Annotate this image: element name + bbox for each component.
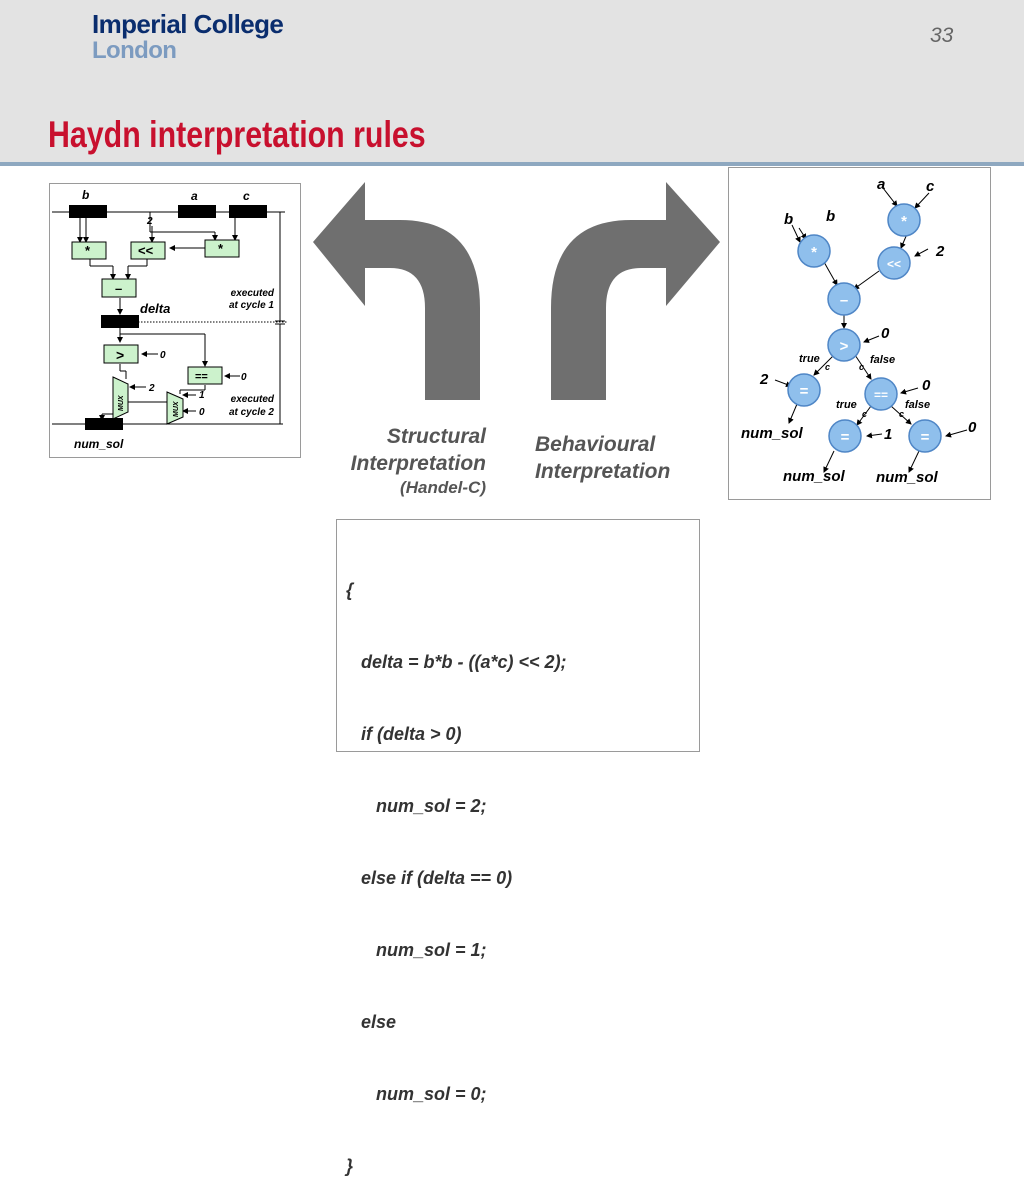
out3: num_sol: [876, 469, 939, 486]
behavioural-line2: Interpretation: [535, 460, 671, 483]
op-mul1: *: [85, 243, 91, 258]
op-shift: <<: [138, 243, 154, 258]
reg-delta-label: delta: [140, 301, 170, 316]
code-line: num_sol = 1;: [346, 940, 487, 960]
true1: true: [799, 353, 820, 365]
cycle1-line2: at cycle 1: [229, 300, 274, 311]
slide-header: [0, 0, 1024, 162]
structural-interpretation-label: Structural Interpretation: [290, 423, 486, 477]
code-line: num_sol = 0;: [346, 1084, 487, 1104]
behavioural-line1: Behavioural: [535, 433, 656, 456]
in-b2: b: [826, 208, 835, 225]
op-gt: >: [116, 347, 124, 363]
const-assign2: 2: [759, 371, 769, 388]
behavioural-interpretation-label: Behavioural Interpretation: [535, 431, 670, 485]
behavioural-diagram-svg: a c b b * * << 2 – > 0 true false c c = …: [741, 176, 977, 486]
code-listing: { delta = b*b - ((a*c) << 2); if (delta …: [346, 530, 567, 1202]
code-line: {: [346, 580, 354, 600]
node-assign0: =: [921, 429, 930, 446]
right-curved-arrow-icon: [551, 182, 720, 400]
page-number: 33: [930, 24, 954, 47]
code-line: else: [346, 1012, 397, 1032]
false1: false: [870, 354, 895, 366]
const-assign0: 0: [968, 419, 977, 436]
cycle1-line1: executed: [231, 288, 275, 299]
code-line: if (delta > 0): [346, 724, 462, 744]
const-mux2-1: 1: [199, 390, 205, 401]
logo-line1: Imperial College: [92, 9, 284, 39]
const-0-eq: 0: [241, 372, 247, 383]
node-assign1: =: [841, 429, 850, 446]
header-divider: [0, 162, 1024, 166]
const-mux1: 2: [148, 383, 155, 394]
output-label: num_sol: [74, 437, 124, 451]
logo-line2: London: [92, 37, 177, 64]
slide-title: Haydn interpretation rules: [48, 114, 426, 155]
left-curved-arrow-icon: [313, 182, 480, 400]
c1: c: [825, 362, 830, 372]
code-line: }: [346, 1156, 354, 1176]
const-2: 2: [935, 243, 945, 260]
false2: false: [905, 399, 930, 411]
op-sub: –: [115, 281, 122, 296]
structural-line1: Structural: [386, 425, 486, 448]
behavioural-diagram: a c b b * * << 2 – > 0 true false c c = …: [728, 167, 991, 500]
structural-diagram-svg: b a c 2 * << * – delta > 0 == 0 MUX MUX …: [52, 188, 288, 451]
op-eq: ==: [195, 371, 208, 383]
c3: c: [862, 409, 867, 419]
cycle2-line2: at cycle 2: [229, 407, 274, 418]
code-line: else if (delta == 0): [346, 868, 513, 888]
structural-sub-label: (Handel-C): [400, 478, 486, 497]
c2: c: [859, 362, 864, 372]
const-assign1: 1: [884, 426, 892, 443]
node-eq: ==: [874, 388, 888, 402]
in-b1: b: [784, 211, 793, 228]
node-mul-ac: *: [901, 213, 907, 230]
out1: num_sol: [741, 425, 804, 442]
const-2-label: 2: [146, 216, 153, 227]
const-0-gt: 0: [881, 325, 890, 342]
mux2-label: MUX: [173, 400, 180, 417]
node-sub: –: [840, 292, 848, 309]
node-mul-b: *: [811, 244, 817, 261]
code-line: num_sol = 2;: [346, 796, 487, 816]
in-a: a: [877, 176, 885, 193]
node-assign2: =: [800, 383, 809, 400]
out2: num_sol: [783, 468, 846, 485]
structural-line2: Interpretation: [350, 452, 486, 475]
const-0-eq: 0: [922, 377, 931, 394]
input-c-label: c: [243, 189, 250, 203]
mux1-label: MUX: [118, 394, 125, 411]
const-mux2-0: 0: [199, 407, 205, 418]
true2: true: [836, 399, 857, 411]
op-mul2: *: [218, 241, 224, 256]
cycle2-line1: executed: [231, 394, 275, 405]
code-line: delta = b*b - ((a*c) << 2);: [346, 652, 567, 672]
c4: c: [899, 409, 904, 419]
const-0-gt: 0: [160, 350, 166, 361]
code-box: [336, 519, 700, 752]
input-a-label: a: [191, 189, 198, 203]
input-b-label: b: [82, 188, 89, 202]
structural-diagram: b a c 2 * << * – delta > 0 == 0 MUX MUX …: [49, 183, 301, 458]
node-shift: <<: [887, 257, 901, 271]
in-c: c: [926, 178, 935, 195]
node-gt: >: [840, 338, 849, 355]
